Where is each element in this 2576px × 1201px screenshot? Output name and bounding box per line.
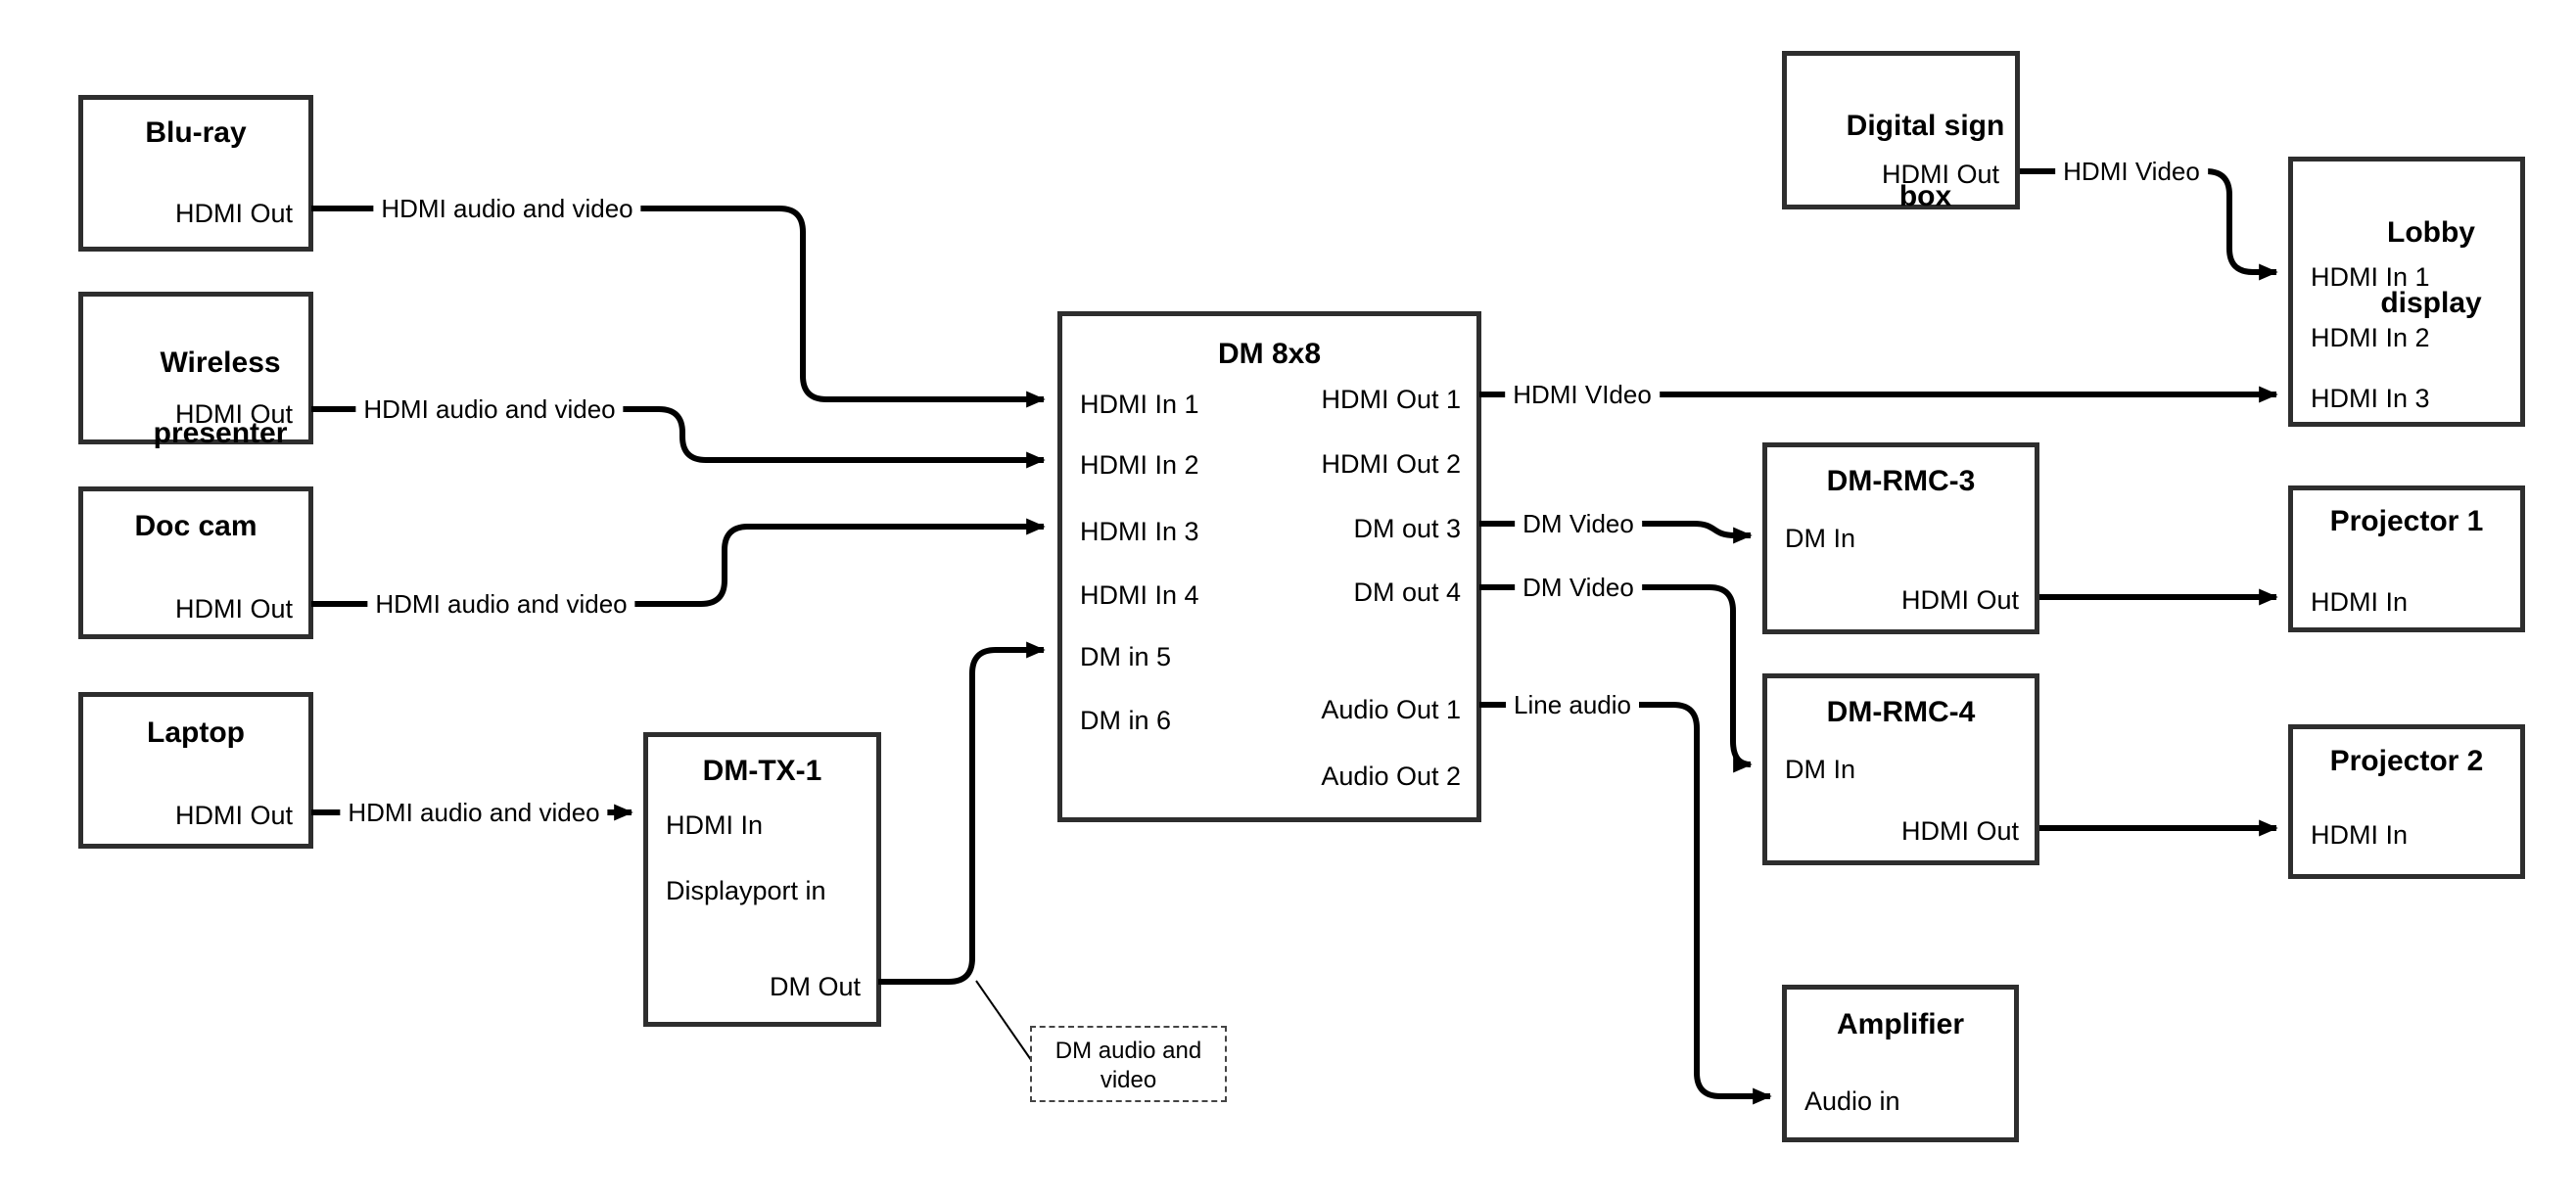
edge-dm8x8-audio1-to-amplifier xyxy=(1479,702,1772,1105)
node-lobby-port-hdmi-in-1: HDMI In 1 xyxy=(2311,262,2430,292)
node-dm-8x8-port-dm-out-3: DM out 3 xyxy=(1353,514,1461,543)
node-dm-rmc-4: DM-RMC-4 DM In HDMI Out xyxy=(1762,673,2039,865)
annotation-line1: DM audio and xyxy=(1054,1038,1202,1064)
annotation-line2: video xyxy=(1100,1067,1157,1093)
node-bluray: Blu-ray HDMI Out xyxy=(78,95,313,252)
edge-label-dm8x8-lobby: HDMI VIdeo xyxy=(1505,380,1660,409)
node-bluray-title: Blu-ray xyxy=(145,116,247,149)
node-dm-rmc-4-title: DM-RMC-4 xyxy=(1826,696,1976,728)
node-amplifier-title: Amplifier xyxy=(1836,1008,1965,1040)
edge-bluray-to-dm8x8-in1 xyxy=(311,206,1046,408)
node-lobby-title-line2: display xyxy=(2380,287,2482,319)
edge-label-laptop-dmtx1: HDMI audio and video xyxy=(340,798,608,827)
node-dm-8x8-title: DM 8x8 xyxy=(1217,338,1322,370)
node-lobby-port-hdmi-in-2: HDMI In 2 xyxy=(2311,323,2430,352)
node-dm-8x8-port-hdmi-in-1: HDMI In 1 xyxy=(1080,390,1199,419)
node-dm-8x8-port-hdmi-in-3: HDMI In 3 xyxy=(1080,517,1199,546)
node-dm-tx-1-port-hdmi-in: HDMI In xyxy=(666,810,764,840)
node-lobby-title-line1: Lobby xyxy=(2387,216,2475,249)
node-dm-rmc-3-title: DM-RMC-3 xyxy=(1826,465,1976,497)
node-dm-tx-1: DM-TX-1 HDMI In Displayport in DM Out xyxy=(643,732,881,1027)
node-lobby-display: Lobby display HDMI In 1 HDMI In 2 HDMI I… xyxy=(2288,157,2525,427)
node-laptop-title: Laptop xyxy=(147,716,245,749)
node-laptop: Laptop HDMI Out xyxy=(78,692,313,849)
node-projector-2: Projector 2 HDMI In xyxy=(2288,724,2525,879)
node-dm-rmc-3-port-hdmi-out: HDMI Out xyxy=(1900,585,2019,615)
node-dm-tx-1-port-displayport-in: Displayport in xyxy=(666,876,826,905)
edge-label-digisign-lobby: HDMI Video xyxy=(2055,157,2208,186)
node-dm-8x8-port-audio-out-1: Audio Out 1 xyxy=(1321,695,1461,724)
node-digital-sign-title: Digital sign box xyxy=(1787,73,2015,250)
edge-label-bluray-dm8x8: HDMI audio and video xyxy=(373,194,641,223)
node-dm-8x8-port-hdmi-in-2: HDMI In 2 xyxy=(1080,450,1199,480)
node-dm-rmc-3: DM-RMC-3 DM In HDMI Out xyxy=(1762,442,2039,634)
node-wireless-port-hdmi-out: HDMI Out xyxy=(174,399,293,429)
node-lobby-port-hdmi-in-3: HDMI In 3 xyxy=(2311,384,2430,413)
node-dm-8x8-port-hdmi-in-4: HDMI In 4 xyxy=(1080,580,1199,610)
node-lobby-title: Lobby display xyxy=(2293,180,2520,356)
edge-dm8x8-out4-to-dmrmc4 xyxy=(1479,584,1753,773)
node-dm-8x8: DM 8x8 HDMI In 1 HDMI In 2 HDMI In 3 HDM… xyxy=(1057,311,1481,822)
node-doccam: Doc cam HDMI Out xyxy=(78,486,313,639)
node-amplifier-port-audio-in: Audio in xyxy=(1804,1086,1900,1116)
node-digital-sign-box: Digital sign box HDMI Out xyxy=(1782,51,2020,212)
node-wireless-title-line1: Wireless xyxy=(160,346,281,379)
node-laptop-port-hdmi-out: HDMI Out xyxy=(174,801,293,830)
edge-label-dm8x8-amplifier: Line audio xyxy=(1506,690,1639,719)
node-doccam-port-hdmi-out: HDMI Out xyxy=(174,594,293,624)
node-dm-8x8-port-audio-out-2: Audio Out 2 xyxy=(1321,762,1461,791)
node-dm-8x8-port-dm-out-4: DM out 4 xyxy=(1353,577,1461,607)
node-projector-2-port-hdmi-in: HDMI In xyxy=(2311,820,2409,850)
node-dm-rmc-4-port-dm-in: DM In xyxy=(1785,755,1856,784)
node-dm-tx-1-title: DM-TX-1 xyxy=(702,755,822,787)
node-dm-rmc-4-port-hdmi-out: HDMI Out xyxy=(1900,816,2019,846)
node-dm-8x8-port-hdmi-out-1: HDMI Out 1 xyxy=(1321,385,1461,414)
node-wireless-presenter: Wireless presenter HDMI Out xyxy=(78,292,313,449)
annotation-dm-audio-video: DM audio and video xyxy=(1030,1026,1227,1102)
node-dm-8x8-port-hdmi-out-2: HDMI Out 2 xyxy=(1321,449,1461,479)
node-digital-sign-port-hdmi-out: HDMI Out xyxy=(1881,160,1999,189)
node-projector-1-title: Projector 1 xyxy=(2329,505,2484,537)
edge-label-dm8x8-dmrmc3: DM Video xyxy=(1515,509,1642,538)
node-digital-sign-title-line1: Digital sign xyxy=(1846,110,2005,142)
edge-dmtx1-to-dm8x8-dm-in5 xyxy=(878,641,1046,985)
annotation-callout-line xyxy=(975,980,1037,1068)
edge-label-dm8x8-dmrmc4: DM Video xyxy=(1515,573,1642,602)
node-wireless-title-line2: presenter xyxy=(153,417,288,449)
node-projector-1: Projector 1 HDMI In xyxy=(2288,485,2525,632)
node-dm-8x8-port-dm-in-5: DM in 5 xyxy=(1080,642,1172,671)
node-projector-2-title: Projector 2 xyxy=(2329,745,2484,777)
node-dm-rmc-3-port-dm-in: DM In xyxy=(1785,524,1856,553)
edge-label-doccam-dm8x8: HDMI audio and video xyxy=(367,589,635,619)
node-dm-tx-1-port-dm-out: DM Out xyxy=(769,972,861,1001)
node-dm-8x8-port-dm-in-6: DM in 6 xyxy=(1080,706,1172,735)
node-doccam-title: Doc cam xyxy=(134,510,258,542)
node-digital-sign-title-line2: box xyxy=(1898,180,1952,212)
edge-label-wireless-dm8x8: HDMI audio and video xyxy=(355,394,624,424)
node-amplifier: Amplifier Audio in xyxy=(1782,985,2019,1142)
node-wireless-title: Wireless presenter xyxy=(83,310,308,486)
node-projector-1-port-hdmi-in: HDMI In xyxy=(2311,587,2409,617)
node-bluray-port-hdmi-out: HDMI Out xyxy=(174,199,293,228)
edge-digisign-to-lobby-in1 xyxy=(2020,168,2278,281)
